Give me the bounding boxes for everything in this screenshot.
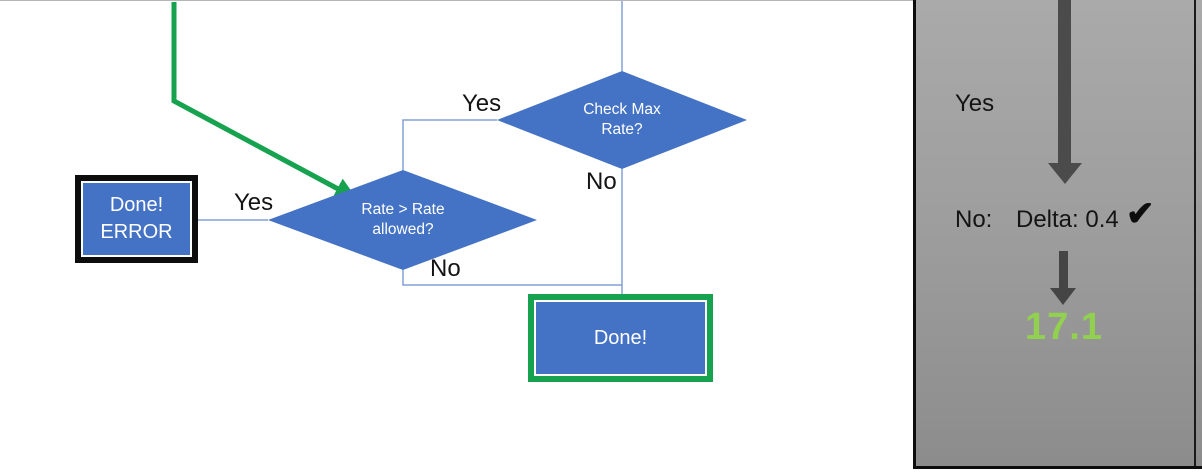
panel-delta-value: Delta: 0.4 xyxy=(1016,206,1119,233)
check-max-rate-diamond xyxy=(497,71,747,169)
rate-allowed-label: Rate > Rate allowed? xyxy=(361,201,445,238)
panel-small-down-arrow-shaft xyxy=(1059,251,1068,288)
done-box: Done! xyxy=(528,294,713,382)
side-panel xyxy=(913,0,1202,469)
done-error-line1: Done! xyxy=(109,194,164,216)
green-flow-arrow xyxy=(171,2,358,200)
check-max-yes-label: Yes xyxy=(462,90,502,117)
side-panel-right-border xyxy=(1194,0,1196,466)
check-max-rate-label: Check Max Rate? xyxy=(583,101,661,138)
check-max-no-label: No xyxy=(586,168,617,195)
done-error-line2: ERROR xyxy=(100,221,173,243)
slide-top-border xyxy=(0,0,1202,1)
panel-big-down-arrow-shaft xyxy=(1058,0,1071,163)
rate-yes-label: Yes xyxy=(234,189,274,216)
done-box-label: Done! xyxy=(593,326,648,349)
result-value: 17.1 xyxy=(1025,306,1103,348)
checkmark-icon: ✔ xyxy=(1126,195,1155,233)
rate-no-label: No xyxy=(430,255,461,282)
done-error-box: Done! ERROR xyxy=(75,175,198,263)
panel-big-down-arrow-head xyxy=(1048,163,1082,184)
flow-connectors xyxy=(198,1,623,294)
panel-no-label: No: xyxy=(955,206,993,233)
panel-small-down-arrow-head xyxy=(1050,288,1076,305)
rate-allowed-diamond xyxy=(268,170,537,270)
panel-yes-label: Yes xyxy=(955,90,995,117)
